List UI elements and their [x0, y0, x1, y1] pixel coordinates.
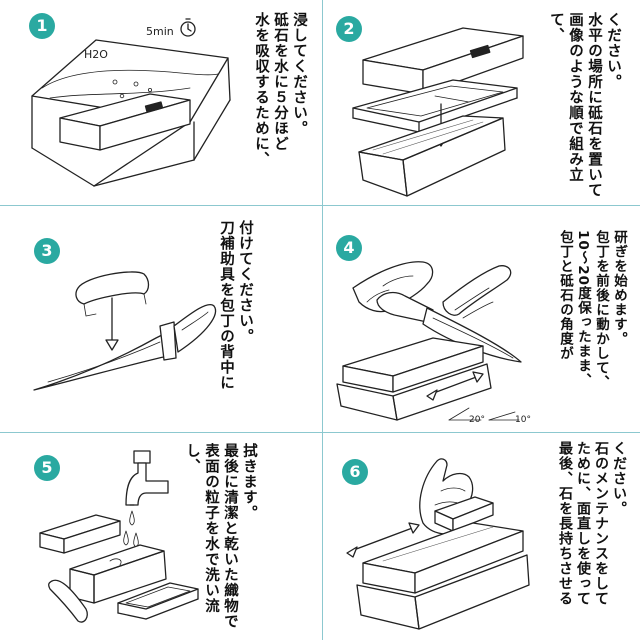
instruction-line: 研ぎを始めます。: [611, 230, 627, 346]
instruction-line: ために、面直しを使って: [575, 441, 591, 606]
flattening-illustration: [346, 458, 530, 630]
step-2-panel: 2 ください。 水平の場: [323, 0, 640, 205]
timer-label: 5min: [146, 25, 174, 38]
instruction-line: 画像のような順で組み立て、: [548, 12, 583, 183]
grid-divider-horizontal-1: [0, 205, 640, 206]
step-number-badge: 6: [342, 459, 368, 485]
instruction-line: ください。: [611, 441, 627, 516]
step-number-badge: 4: [336, 235, 362, 261]
instruction-line: 刀補助具を包丁の背中に: [218, 220, 234, 391]
instruction-line: 10～20度保ったまま、: [575, 230, 591, 388]
step-5-panel: 5: [0, 433, 322, 640]
step-number-badge: 5: [34, 455, 60, 481]
step-2-instruction: ください。 水平の場所に砥石を置いて 画像のような順で組み立て、: [546, 12, 622, 202]
step-6-instruction: ください。 石のメンテナンスをして ために、面直しを使って 最後、石を長持ちさせ…: [556, 441, 628, 637]
step-6-panel: 6 ください。 石のメンテナンスをして ために、面直しを使って: [323, 433, 640, 640]
instruction-line: ください。: [605, 12, 621, 90]
instruction-line: 最後に清潔と乾いた織物で: [222, 443, 238, 629]
instruction-line: 付けてください。: [237, 220, 253, 344]
step-3-instruction: 付けてください。 刀補助具を包丁の背中に: [216, 220, 254, 420]
assembly-illustration: [352, 27, 524, 197]
step-1-instruction: 浸してください。 砥石を水に５分ほど 水を吸収するために、: [251, 12, 308, 202]
step-number-badge: 1: [29, 13, 55, 39]
angle-20-label: 20°: [469, 415, 485, 425]
step-1-panel: 1 5min H2O: [0, 0, 322, 205]
grid-divider-horizontal-2: [0, 432, 640, 433]
timer-icon: [180, 21, 196, 37]
instruction-line: 拭きます。: [241, 443, 257, 521]
instruction-line: 包丁と砥石の角度が: [557, 230, 573, 361]
step-3-panel: 3 付けてください。 刀補助具を包丁の背中に: [0, 206, 322, 432]
cleaning-illustration: [39, 450, 199, 623]
angle-10-label: 10°: [515, 415, 531, 425]
sharpening-illustration: 20° 10°: [336, 261, 531, 425]
step-4-instruction: 研ぎを始めます。 包丁を前後に動かして、 10～20度保ったまま、 包丁と砥石の…: [556, 230, 628, 426]
instruction-line: 包丁を前後に動かして、: [593, 230, 609, 390]
step-4-panel: 4 20°: [323, 206, 640, 432]
knife-guide-illustration: [33, 271, 216, 391]
instruction-line: 石のメンテナンスをして: [593, 441, 609, 606]
soaking-stone-illustration: 5min H2O: [31, 18, 231, 187]
step-number-badge: 2: [336, 16, 362, 42]
grid-divider-vertical: [322, 0, 323, 640]
instruction-line: 表面の粒子を水で洗い流し、: [184, 443, 219, 614]
step-5-instruction: 拭きます。 最後に清潔と乾いた織物で 表面の粒子を水で洗い流し、: [182, 443, 258, 637]
water-label: H2O: [84, 48, 108, 61]
instruction-line: 水を吸収するために、: [253, 12, 269, 167]
instruction-line: 最後、石を長持ちさせる: [557, 441, 573, 606]
instruction-line: 浸してください。: [291, 12, 307, 136]
instruction-line: 砥石を水に５分ほど: [272, 12, 288, 152]
step-number-badge: 3: [34, 238, 60, 264]
instruction-line: 水平の場所に砥石を置いて: [586, 12, 602, 198]
